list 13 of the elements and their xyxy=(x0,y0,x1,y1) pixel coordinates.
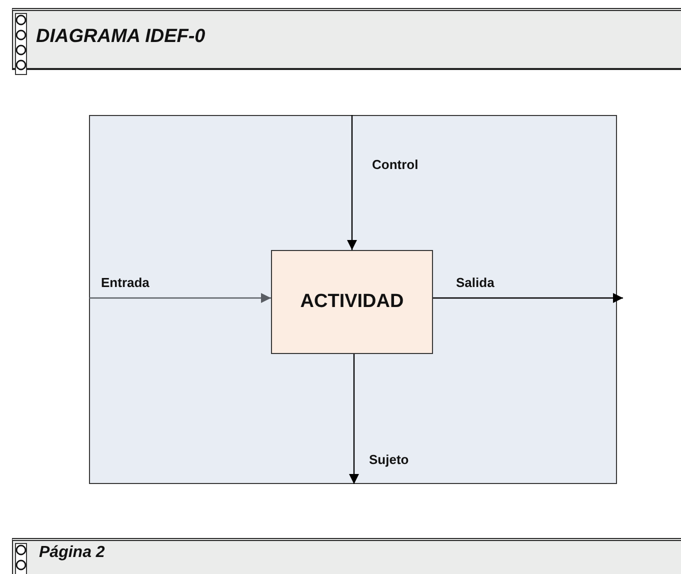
arrow xyxy=(347,115,357,250)
edge-label: Control xyxy=(372,157,418,172)
edge-label: Entrada xyxy=(101,275,150,290)
arrow xyxy=(349,354,359,484)
arrow xyxy=(89,293,271,303)
activity-label: ACTIVIDAD xyxy=(300,291,404,313)
activity-box xyxy=(271,250,433,354)
edge-label: Sujeto xyxy=(369,452,409,467)
page-label: Página 2 xyxy=(39,544,105,562)
arrow xyxy=(433,293,623,303)
edge-label: Salida xyxy=(456,275,494,290)
diagram-frame xyxy=(89,115,617,484)
diagram-title: DIAGRAMA IDEF-0 xyxy=(36,26,206,48)
